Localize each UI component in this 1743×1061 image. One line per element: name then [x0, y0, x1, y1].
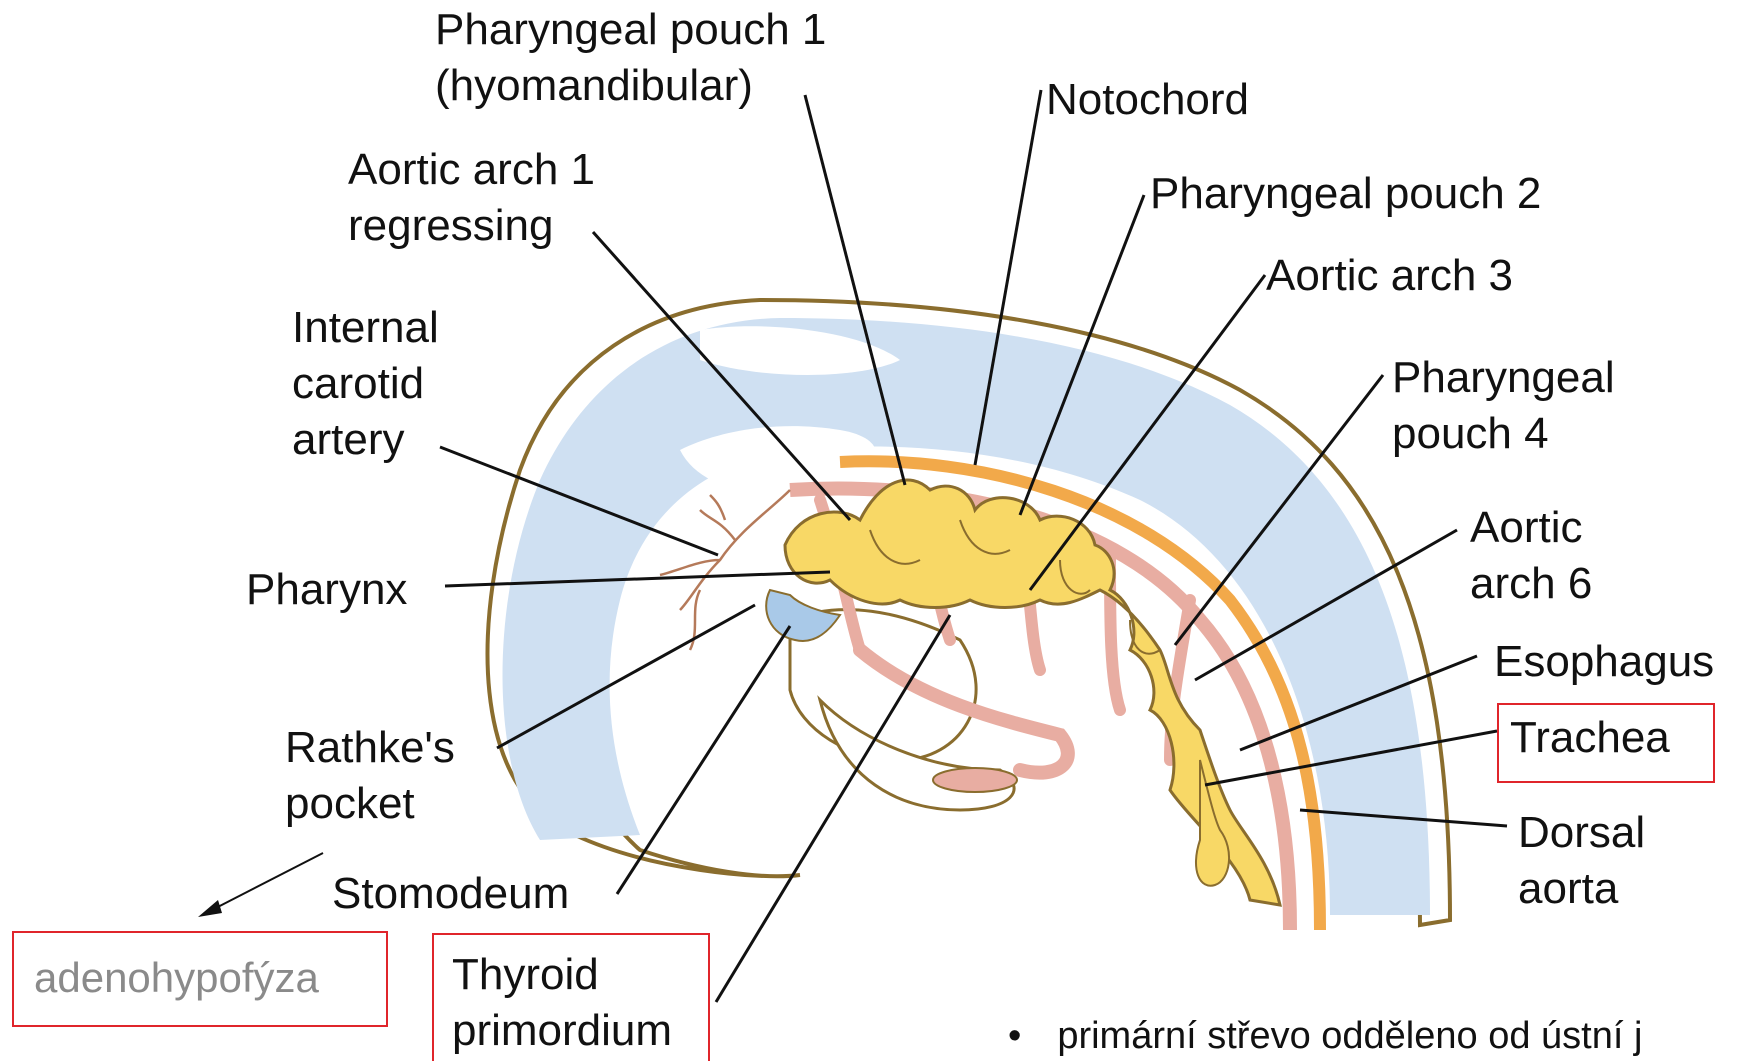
internal-carotid-vessel — [660, 490, 790, 650]
label-line: Pharyngeal pouch 1 — [435, 2, 826, 58]
label-adenohypofyza: adenohypofýza — [34, 950, 319, 1006]
label-line: Pharyngeal — [1392, 350, 1615, 406]
label-pharyngeal-pouch-1: Pharyngeal pouch 1 (hyomandibular) — [435, 2, 826, 114]
bullet-text: • primární střevo odděleno od ústní j — [1008, 1012, 1642, 1060]
label-stomodeum: Stomodeum — [332, 866, 569, 922]
label-line: Aortic — [1470, 500, 1592, 556]
label-line: adenohypofýza — [34, 950, 319, 1006]
label-line: Esophagus — [1494, 634, 1714, 690]
label-dorsal-aorta: Dorsal aorta — [1518, 805, 1645, 917]
label-thyroid-primordium: Thyroid primordium — [452, 947, 672, 1059]
label-pharyngeal-pouch-2: Pharyngeal pouch 2 — [1150, 166, 1541, 222]
mesenchyme — [503, 318, 1431, 915]
label-line: Aortic arch 3 — [1266, 248, 1513, 304]
adenohypofyza-arrow-line — [210, 853, 323, 911]
label-line: artery — [292, 412, 439, 468]
label-internal-carotid-artery: Internal carotid artery — [292, 300, 439, 468]
label-line: Thyroid — [452, 947, 672, 1003]
label-line: pouch 4 — [1392, 406, 1615, 462]
label-pharynx: Pharynx — [246, 562, 407, 618]
label-line: Aortic arch 1 — [348, 142, 595, 198]
bullet-line: primární střevo odděleno od ústní j — [1057, 1015, 1642, 1057]
label-trachea: Trachea — [1510, 710, 1670, 766]
label-line: (hyomandibular) — [435, 58, 826, 114]
label-line: Dorsal — [1518, 805, 1645, 861]
label-notochord: Notochord — [1046, 72, 1249, 128]
label-line: Rathke's — [285, 720, 455, 776]
label-line: Pharyngeal pouch 2 — [1150, 166, 1541, 222]
label-line: aorta — [1518, 861, 1645, 917]
label-esophagus: Esophagus — [1494, 634, 1714, 690]
label-line: primordium — [452, 1003, 672, 1059]
label-pharyngeal-pouch-4: Pharyngeal pouch 4 — [1392, 350, 1615, 462]
label-rathkes-pocket: Rathke's pocket — [285, 720, 455, 832]
label-aortic-arch-6: Aortic arch 6 — [1470, 500, 1592, 612]
label-line: Notochord — [1046, 72, 1249, 128]
bullet-dot: • — [1008, 1015, 1021, 1057]
adenohypofyza-arrowhead — [198, 900, 222, 917]
label-line: pocket — [285, 776, 455, 832]
label-aortic-arch-1: Aortic arch 1 regressing — [348, 142, 595, 254]
label-line: Pharynx — [246, 562, 407, 618]
label-line: arch 6 — [1470, 556, 1592, 612]
label-line: regressing — [348, 198, 595, 254]
label-line: Trachea — [1510, 710, 1670, 766]
label-line: carotid — [292, 356, 439, 412]
label-line: Stomodeum — [332, 866, 569, 922]
label-aortic-arch-3: Aortic arch 3 — [1266, 248, 1513, 304]
outflow-opening — [933, 768, 1017, 792]
label-line: Internal — [292, 300, 439, 356]
